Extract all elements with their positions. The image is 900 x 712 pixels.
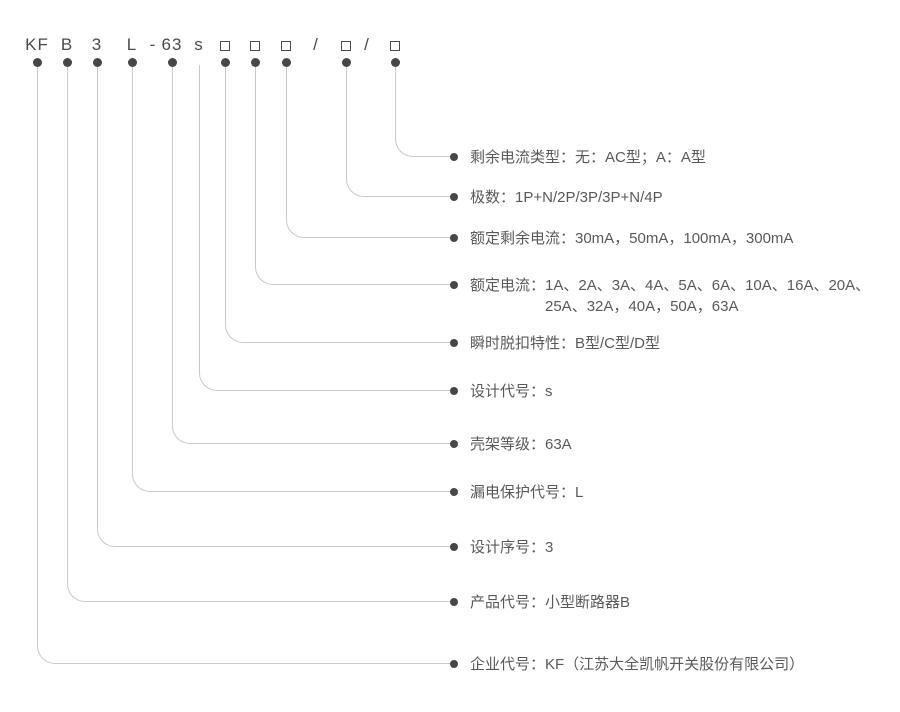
label-line1-rated-current: 额定电流：1A、2A、3A、4A、5A、6A、10A、16A、20A、 xyxy=(470,277,871,294)
connector-line-instantaneous-tripping-characteristic xyxy=(225,67,450,343)
label-bullet-number-of-poles xyxy=(450,193,458,201)
code-dot-instantaneous-tripping-characteristic xyxy=(220,58,230,67)
label-bullet-rated-residual-current xyxy=(450,234,458,242)
label-line1-design-code: 设计代号：s xyxy=(470,383,553,400)
label-frame-rating: 壳架等级：63A xyxy=(470,434,572,455)
label-product-code: 产品代号：小型断路器B xyxy=(470,592,630,613)
label-bullet-design-serial-number xyxy=(450,543,458,551)
connector-line-number-of-poles xyxy=(346,67,450,197)
connector-line-product-code xyxy=(67,67,450,602)
connector-line-residual-current-type xyxy=(395,67,450,157)
label-rated-residual-current: 额定剩余电流：30mA，50mA，100mA，300mA xyxy=(470,228,793,249)
label-enterprise-code: 企业代号：KF（江苏大全凯帆开关股份有限公司） xyxy=(470,654,804,675)
code-dot-frame-rating xyxy=(167,58,177,67)
code-placeholder-square-residual-current-type xyxy=(390,41,400,51)
connector-line-leakage-protection-code xyxy=(132,67,450,492)
code-part-design-serial-number: 3 xyxy=(91,35,103,54)
label-design-code: 设计代号：s xyxy=(470,381,553,402)
code-part-design-code: s xyxy=(194,35,204,54)
label-line1-number-of-poles: 极数：1P+N/2P/3P/3P+N/4P xyxy=(470,189,663,206)
connector-line-rated-current xyxy=(255,67,450,285)
connector-line-design-code xyxy=(199,65,450,391)
code-dot-number-of-poles xyxy=(341,58,351,67)
code-part-enterprise-code: KF xyxy=(25,35,49,54)
label-number-of-poles: 极数：1P+N/2P/3P/3P+N/4P xyxy=(470,187,663,208)
code-placeholder-square-instantaneous-tripping-characteristic xyxy=(220,41,230,51)
label-line1-enterprise-code: 企业代号：KF（江苏大全凯帆开关股份有限公司） xyxy=(470,656,805,673)
code-dot-rated-current xyxy=(250,58,260,67)
code-placeholder-square-number-of-poles xyxy=(341,41,351,51)
label-bullet-instantaneous-tripping-characteristic xyxy=(450,339,458,347)
label-line1-leakage-protection-code: 漏电保护代号：L xyxy=(470,484,584,501)
label-bullet-enterprise-code xyxy=(450,660,458,668)
label-line1-frame-rating: 壳架等级：63A xyxy=(470,436,572,453)
label-bullet-residual-current-type xyxy=(450,153,458,161)
connector-line-frame-rating xyxy=(172,67,450,444)
code-dot-product-code xyxy=(62,58,72,67)
label-leakage-protection-code: 漏电保护代号：L xyxy=(470,482,583,503)
label-bullet-rated-current xyxy=(450,281,458,289)
label-bullet-design-code xyxy=(450,387,458,395)
label-bullet-leakage-protection-code xyxy=(450,488,458,496)
code-dot-enterprise-code xyxy=(32,58,42,67)
connector-line-design-serial-number xyxy=(97,67,450,547)
label-bullet-frame-rating xyxy=(450,440,458,448)
code-part-product-code: B xyxy=(60,35,74,54)
code-placeholder-square-rated-current xyxy=(250,41,260,51)
connector-line-rated-residual-current xyxy=(286,67,450,238)
code-part-frame-rating: 63 xyxy=(161,35,183,54)
label-line2-rated-current: 25A、32A，40A，50A，63A xyxy=(545,298,739,315)
label-design-serial-number: 设计序号：3 xyxy=(470,537,553,558)
code-dot-leakage-protection-code xyxy=(127,58,137,67)
label-line1-instantaneous-tripping-characteristic: 瞬时脱扣特性：B型/C型/D型 xyxy=(470,335,661,352)
label-bullet-product-code xyxy=(450,598,458,606)
label-line1-residual-current-type: 剩余电流类型：无：AC型；A：A型 xyxy=(470,149,706,166)
connector-line-enterprise-code xyxy=(37,67,450,664)
code-separator: / xyxy=(313,35,319,54)
label-line1-rated-residual-current: 额定剩余电流：30mA，50mA，100mA，300mA xyxy=(470,230,794,247)
code-dot-rated-residual-current xyxy=(281,58,291,67)
code-placeholder-square-rated-residual-current xyxy=(281,41,291,51)
label-line1-product-code: 产品代号：小型断路器B xyxy=(470,594,631,611)
code-separator: / xyxy=(364,35,370,54)
label-line1-design-serial-number: 设计序号：3 xyxy=(470,539,554,556)
code-dot-design-serial-number xyxy=(92,58,102,67)
code-part-leakage-protection-code: L xyxy=(126,35,138,54)
label-instantaneous-tripping-characteristic: 瞬时脱扣特性：B型/C型/D型 xyxy=(470,333,660,354)
code-separator: - xyxy=(149,35,157,54)
label-rated-current: 额定电流：1A、2A、3A、4A、5A、6A、10A、16A、20A、 25A、3… xyxy=(470,275,870,317)
label-residual-current-type: 剩余电流类型：无：AC型；A：A型 xyxy=(470,147,706,168)
code-dot-residual-current-type xyxy=(390,58,400,67)
